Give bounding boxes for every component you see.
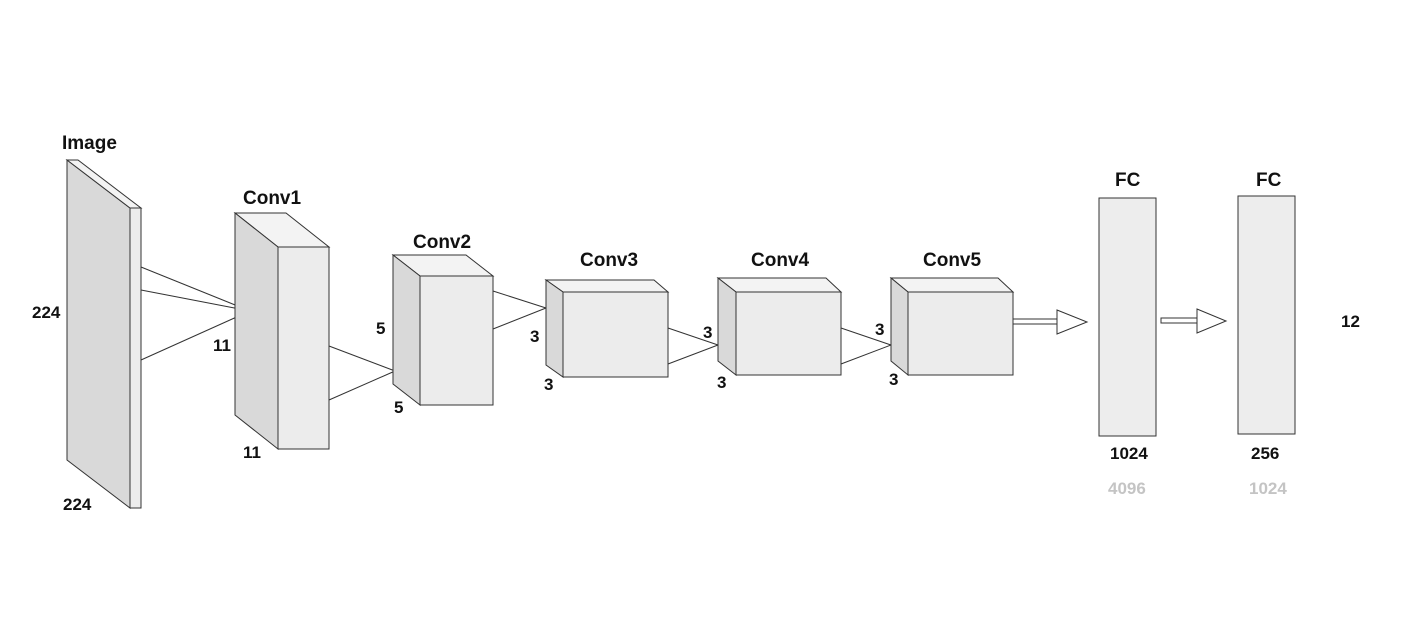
- conv5-kernel-h: 3: [875, 320, 884, 339]
- connector-conv1-conv2: [328, 345, 396, 401]
- conv4-kernel-h: 3: [703, 323, 712, 342]
- conv3-kernel-w: 3: [544, 375, 553, 394]
- conv4-title: Conv4: [751, 250, 810, 271]
- conv5-kernel-w: 3: [889, 370, 898, 389]
- fc2-layer: [1237, 195, 1296, 435]
- conv2-title: Conv2: [413, 232, 471, 253]
- image-height-dim: 224: [32, 303, 61, 322]
- image-width-dim: 224: [63, 495, 92, 514]
- conv2-kernel-w: 5: [394, 398, 403, 417]
- arrow-fc1-fc2: [1160, 308, 1228, 334]
- image-title: Image: [62, 133, 117, 154]
- conv4-block: [716, 276, 843, 377]
- conv1-kernel-h: 11: [213, 336, 231, 355]
- fc1-title: FC: [1115, 170, 1141, 191]
- fc2-units: 256: [1251, 444, 1279, 463]
- fc1-layer: [1098, 197, 1157, 437]
- conv2-block: [391, 253, 495, 407]
- conv1-title: Conv1: [243, 188, 302, 209]
- fc2-units-alt: 1024: [1249, 479, 1287, 498]
- connector-image-conv1: [140, 266, 251, 361]
- conv3-title: Conv3: [580, 250, 638, 271]
- conv3-kernel-h: 3: [530, 327, 539, 346]
- fc2-title: FC: [1256, 170, 1282, 191]
- connector-conv3-conv4: [667, 327, 719, 365]
- connector-conv2-conv3: [492, 290, 547, 330]
- conv1-block: [233, 211, 331, 451]
- conv1-kernel-w: 11: [243, 443, 261, 462]
- conv5-block: [889, 276, 1015, 377]
- conv5-title: Conv5: [923, 250, 982, 271]
- connector-conv4-conv5: [840, 327, 892, 365]
- fc1-units: 1024: [1110, 444, 1148, 463]
- image-layer: [65, 158, 143, 510]
- arrow-conv5-fc1: [1012, 309, 1089, 335]
- fc1-units-alt: 4096: [1108, 479, 1146, 498]
- conv4-kernel-w: 3: [717, 373, 726, 392]
- output-units: 12: [1341, 312, 1360, 331]
- conv3-block: [544, 279, 670, 378]
- conv2-kernel-h: 5: [376, 319, 385, 338]
